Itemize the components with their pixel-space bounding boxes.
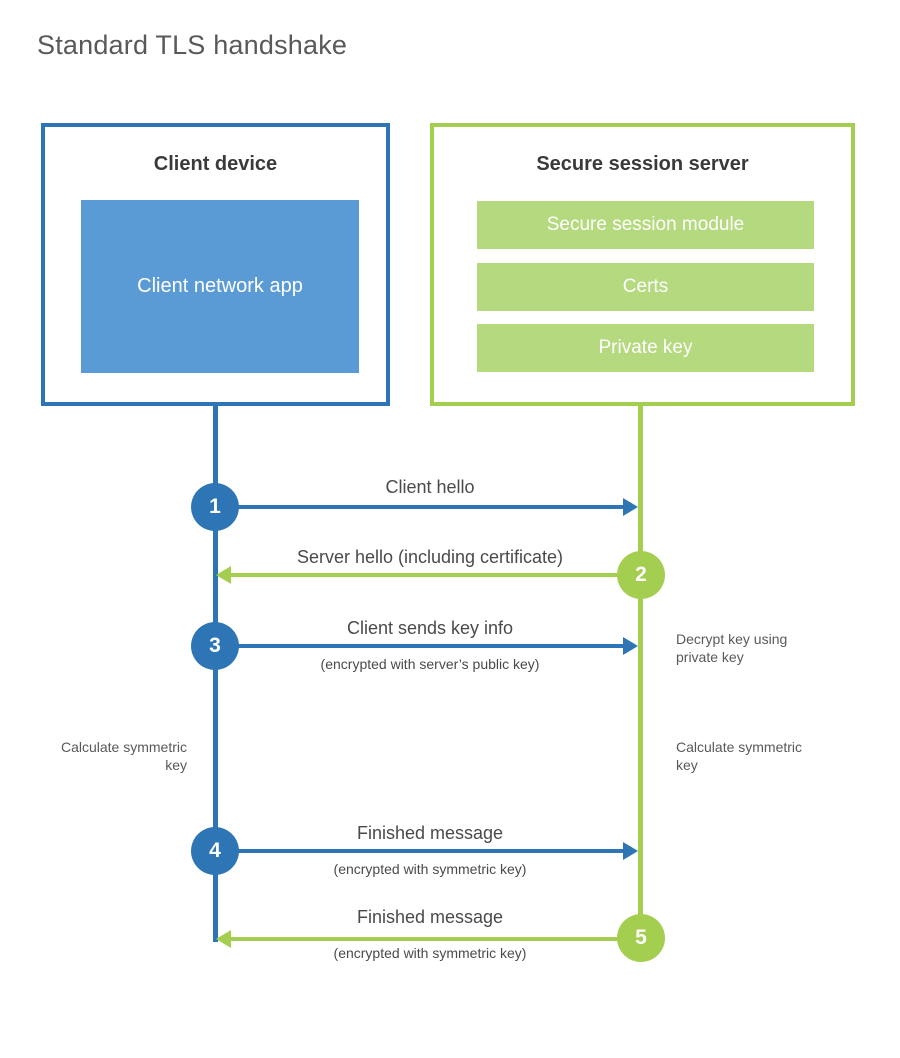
step-1-badge: 1 bbox=[191, 483, 239, 531]
step-5-badge: 5 bbox=[617, 914, 665, 962]
server-module-certs: Certs bbox=[477, 263, 814, 311]
step-4-label: Finished message bbox=[356, 823, 504, 843]
step-3-arrowhead-icon bbox=[623, 637, 638, 655]
step-2-arrow bbox=[231, 573, 640, 577]
step-5-arrow bbox=[231, 937, 640, 941]
server-lifeline bbox=[638, 406, 643, 938]
note-decrypt-key: Decrypt key using private key bbox=[676, 631, 788, 665]
step-1-label: Client hello bbox=[385, 477, 475, 497]
server-module-private-key: Private key bbox=[477, 324, 814, 372]
step-1-arrowhead-icon bbox=[623, 498, 638, 516]
client-lifeline bbox=[213, 406, 218, 942]
step-3-badge: 3 bbox=[191, 622, 239, 670]
step-3-sublabel: (encrypted with server’s public key) bbox=[320, 656, 540, 672]
step-1-arrow bbox=[216, 505, 625, 509]
step-4-arrow bbox=[216, 849, 625, 853]
client-device-title: Client device bbox=[153, 153, 278, 175]
step-4-arrowhead-icon bbox=[623, 842, 638, 860]
client-network-app-box: Client network app bbox=[81, 200, 359, 373]
server-title: Secure session server bbox=[536, 153, 749, 175]
step-2-label: Server hello (including certificate) bbox=[296, 547, 564, 567]
step-4-sublabel: (encrypted with symmetric key) bbox=[333, 861, 527, 877]
server-box: Secure session server Secure session mod… bbox=[430, 123, 855, 406]
server-module-secure-session: Secure session module bbox=[477, 201, 814, 249]
note-calculate-symmetric-left: Calculate symmetric key bbox=[60, 739, 187, 773]
client-device-box: Client device Client network app bbox=[41, 123, 390, 406]
step-3-label: Client sends key info bbox=[346, 618, 514, 638]
step-2-badge: 2 bbox=[617, 551, 665, 599]
diagram-title: Standard TLS handshake bbox=[37, 30, 348, 60]
step-5-sublabel: (encrypted with symmetric key) bbox=[333, 945, 527, 961]
step-4-badge: 4 bbox=[191, 827, 239, 875]
step-5-label: Finished message bbox=[356, 907, 504, 927]
step-2-arrowhead-icon bbox=[216, 566, 231, 584]
step-3-arrow bbox=[216, 644, 625, 648]
step-5-arrowhead-icon bbox=[216, 930, 231, 948]
note-calculate-symmetric-right: Calculate symmetric key bbox=[676, 739, 803, 773]
